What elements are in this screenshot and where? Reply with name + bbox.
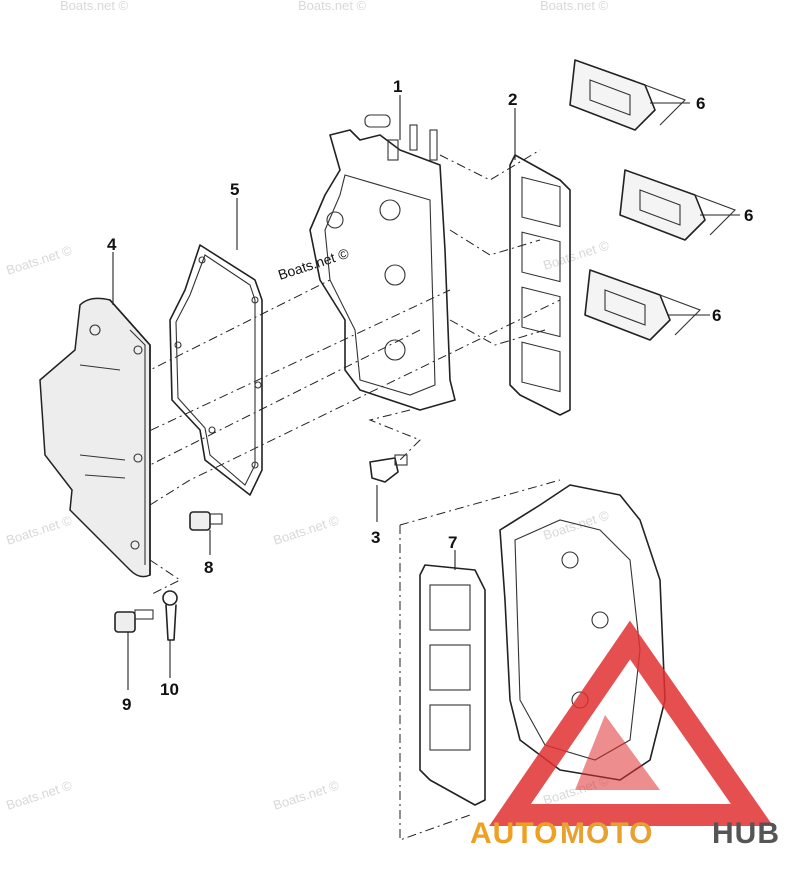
callout-1: 1 — [393, 77, 402, 96]
callout-2: 2 — [508, 90, 517, 109]
watermark-mid-right: Boats.net © — [541, 237, 611, 272]
callout-3: 3 — [371, 528, 380, 547]
part-8-bolt — [189, 511, 223, 531]
watermark-top-right: Boats.net © — [540, 0, 609, 13]
watermark-mid-left: Boats.net © — [4, 242, 74, 277]
callout-5: 5 — [230, 180, 239, 199]
part-5-gasket — [169, 244, 263, 496]
part-1-block — [309, 114, 456, 411]
logo-word-moto: MOTO — [560, 817, 653, 850]
alignment-lines — [89, 149, 561, 841]
logo-triangle-icon — [489, 620, 774, 826]
leader-lines — [112, 95, 740, 690]
part-3-plug — [369, 454, 408, 483]
callout-6-low: 6 — [712, 306, 721, 325]
part-2-gasket — [509, 154, 571, 416]
logo-word-auto: AUTO — [470, 817, 558, 850]
watermark-lower-center: Boats.net © — [271, 512, 341, 547]
logo-word-hub: HUB — [712, 817, 780, 850]
part-6-reed-valve-low — [584, 269, 701, 341]
part-6-reed-valve-mid — [619, 169, 736, 241]
watermark-top-left: Boats.net © — [60, 0, 129, 13]
callout-4: 4 — [107, 235, 117, 254]
callout-9: 9 — [122, 695, 131, 714]
callout-6-top: 6 — [696, 94, 705, 113]
watermark-bottom-center: Boats.net © — [271, 777, 341, 812]
callout-layer: 1 2 3 4 5 6 6 6 7 8 9 10 — [107, 77, 753, 714]
callout-7: 7 — [448, 533, 457, 552]
watermark-bottom-left: Boats.net © — [4, 777, 74, 812]
watermark-top-center: Boats.net © — [298, 0, 367, 13]
part-4-cover — [39, 297, 151, 578]
automotohub-logo: AUTO MOTO HUB — [470, 620, 780, 850]
crankcase-lower — [499, 484, 666, 781]
callout-6-mid: 6 — [744, 206, 753, 225]
part-7-gasket — [419, 564, 486, 806]
logo-triangle-inner-icon — [575, 715, 660, 790]
part-9-bolt — [114, 609, 154, 633]
callout-8: 8 — [204, 558, 213, 577]
part-10-clip — [162, 590, 178, 641]
callout-10: 10 — [160, 680, 179, 699]
watermark-lower-right: Boats.net © — [541, 507, 611, 542]
part-6-reed-valve-top — [569, 59, 686, 131]
watermark-lower-left: Boats.net © — [4, 512, 74, 547]
